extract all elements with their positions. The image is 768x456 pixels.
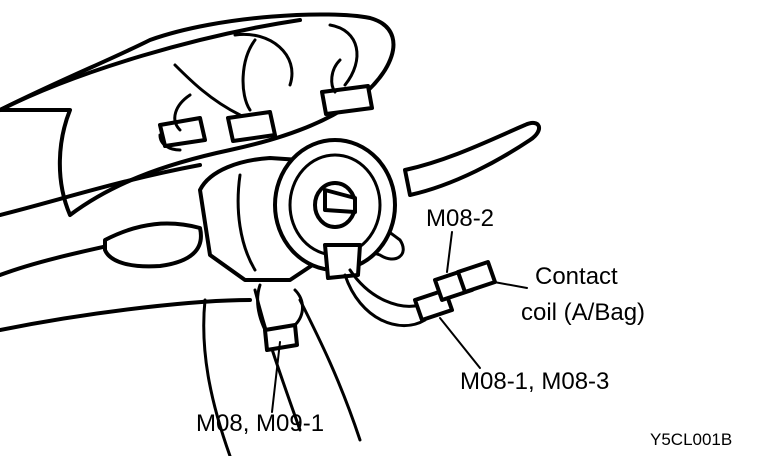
- leader-lines: [271, 231, 528, 413]
- label-m08-2: M08-2: [426, 205, 495, 232]
- cluster-connectors: [158, 58, 374, 152]
- label-m08-1-m08-3: M08-1, M08-3: [460, 368, 610, 395]
- instrument-panel: [0, 12, 396, 217]
- label-contact-coil-line2: coil (A/Bag): [521, 299, 646, 326]
- left-connector: [256, 283, 304, 352]
- contact-coil-harness: [343, 260, 497, 328]
- figure-id: Y5CL001B: [650, 430, 733, 449]
- right-stalk: [403, 120, 541, 197]
- label-m08-m09-1: M08, M09-1: [196, 410, 325, 437]
- label-contact-coil-line1: Contact: [535, 263, 618, 290]
